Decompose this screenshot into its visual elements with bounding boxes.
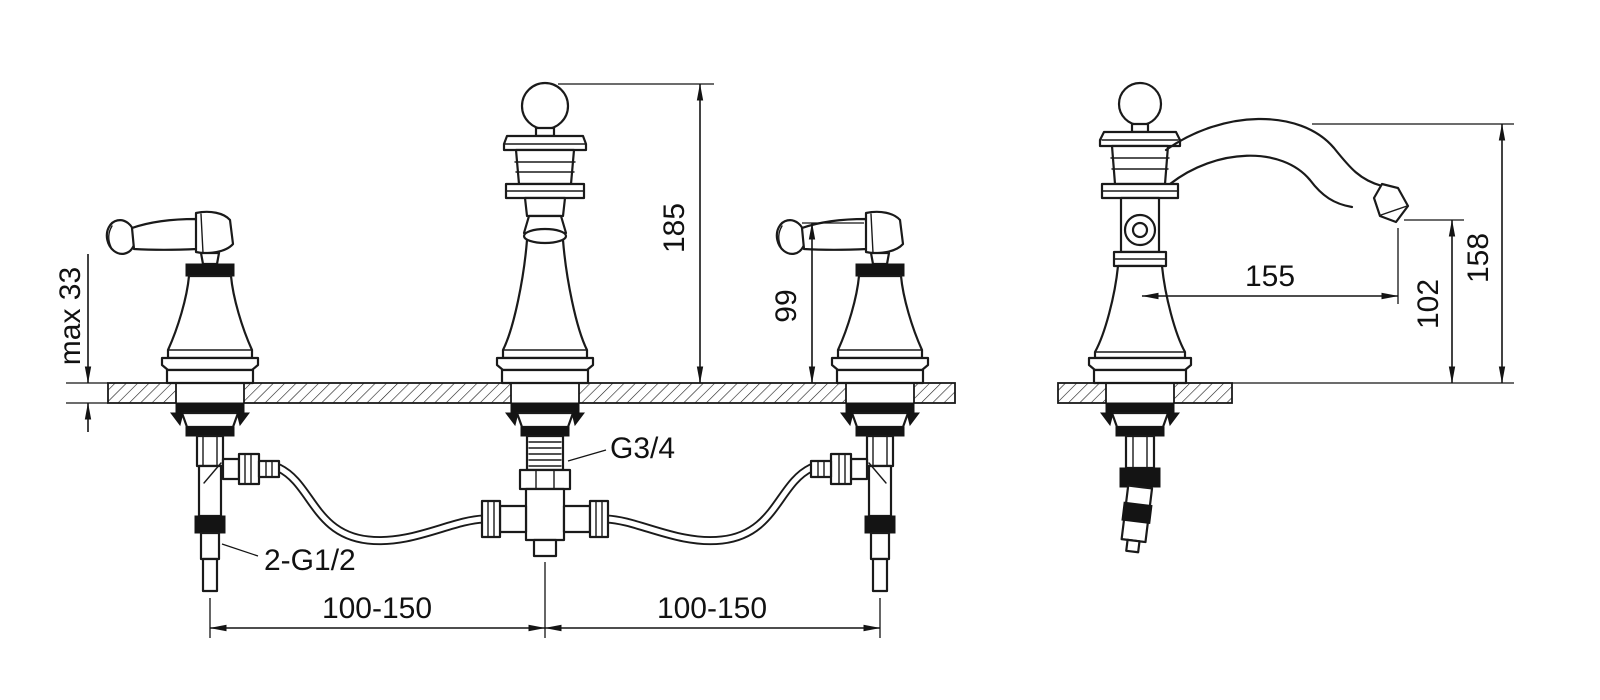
dimensions: max 33 185 99 100-150 100-150 155 xyxy=(54,83,1514,638)
dim-hole-spacing-left-label: 100-150 xyxy=(322,592,432,625)
label-center-thread-text: G3/4 xyxy=(610,432,675,465)
supply-hoses xyxy=(274,463,816,546)
dim-handle-height: 99 xyxy=(770,222,864,384)
dim-spout-reach: 155 xyxy=(1141,228,1399,304)
center-tee-underbody xyxy=(480,402,610,558)
label-supply-threads-text: 2-G1/2 xyxy=(264,544,356,577)
countertop-side xyxy=(1057,382,1233,404)
left-valve-underbody xyxy=(170,402,281,593)
label-supply-threads: 2-G1/2 xyxy=(221,543,356,577)
dim-spout-top-height: 158 xyxy=(1312,123,1514,384)
label-center-thread: G3/4 xyxy=(567,432,675,465)
dim-outlet-height: 102 xyxy=(1232,219,1514,384)
dim-outlet-height-label: 102 xyxy=(1412,279,1445,329)
dim-hole-spacing: 100-150 100-150 xyxy=(209,562,881,638)
dim-spout-column-height-label: 185 xyxy=(658,203,691,253)
left-handle xyxy=(105,210,260,385)
side-faucet-body xyxy=(1087,81,1410,385)
spout-outlet xyxy=(1372,182,1410,224)
side-underbody xyxy=(1100,402,1180,554)
dim-spout-reach-label: 155 xyxy=(1245,260,1295,293)
dim-spout-top-height-label: 158 xyxy=(1462,233,1495,283)
dim-handle-height-label: 99 xyxy=(770,289,803,322)
countertop-front xyxy=(107,382,956,404)
dim-deck-thickness: max 33 xyxy=(54,254,108,432)
right-valve-underbody xyxy=(809,401,921,593)
side-tailpiece xyxy=(1120,484,1154,554)
center-spout-column xyxy=(495,81,595,385)
dim-deck-thickness-label: max 33 xyxy=(54,267,87,365)
dim-spout-column-height: 185 xyxy=(558,83,714,384)
dim-hole-spacing-right-label: 100-150 xyxy=(657,592,767,625)
